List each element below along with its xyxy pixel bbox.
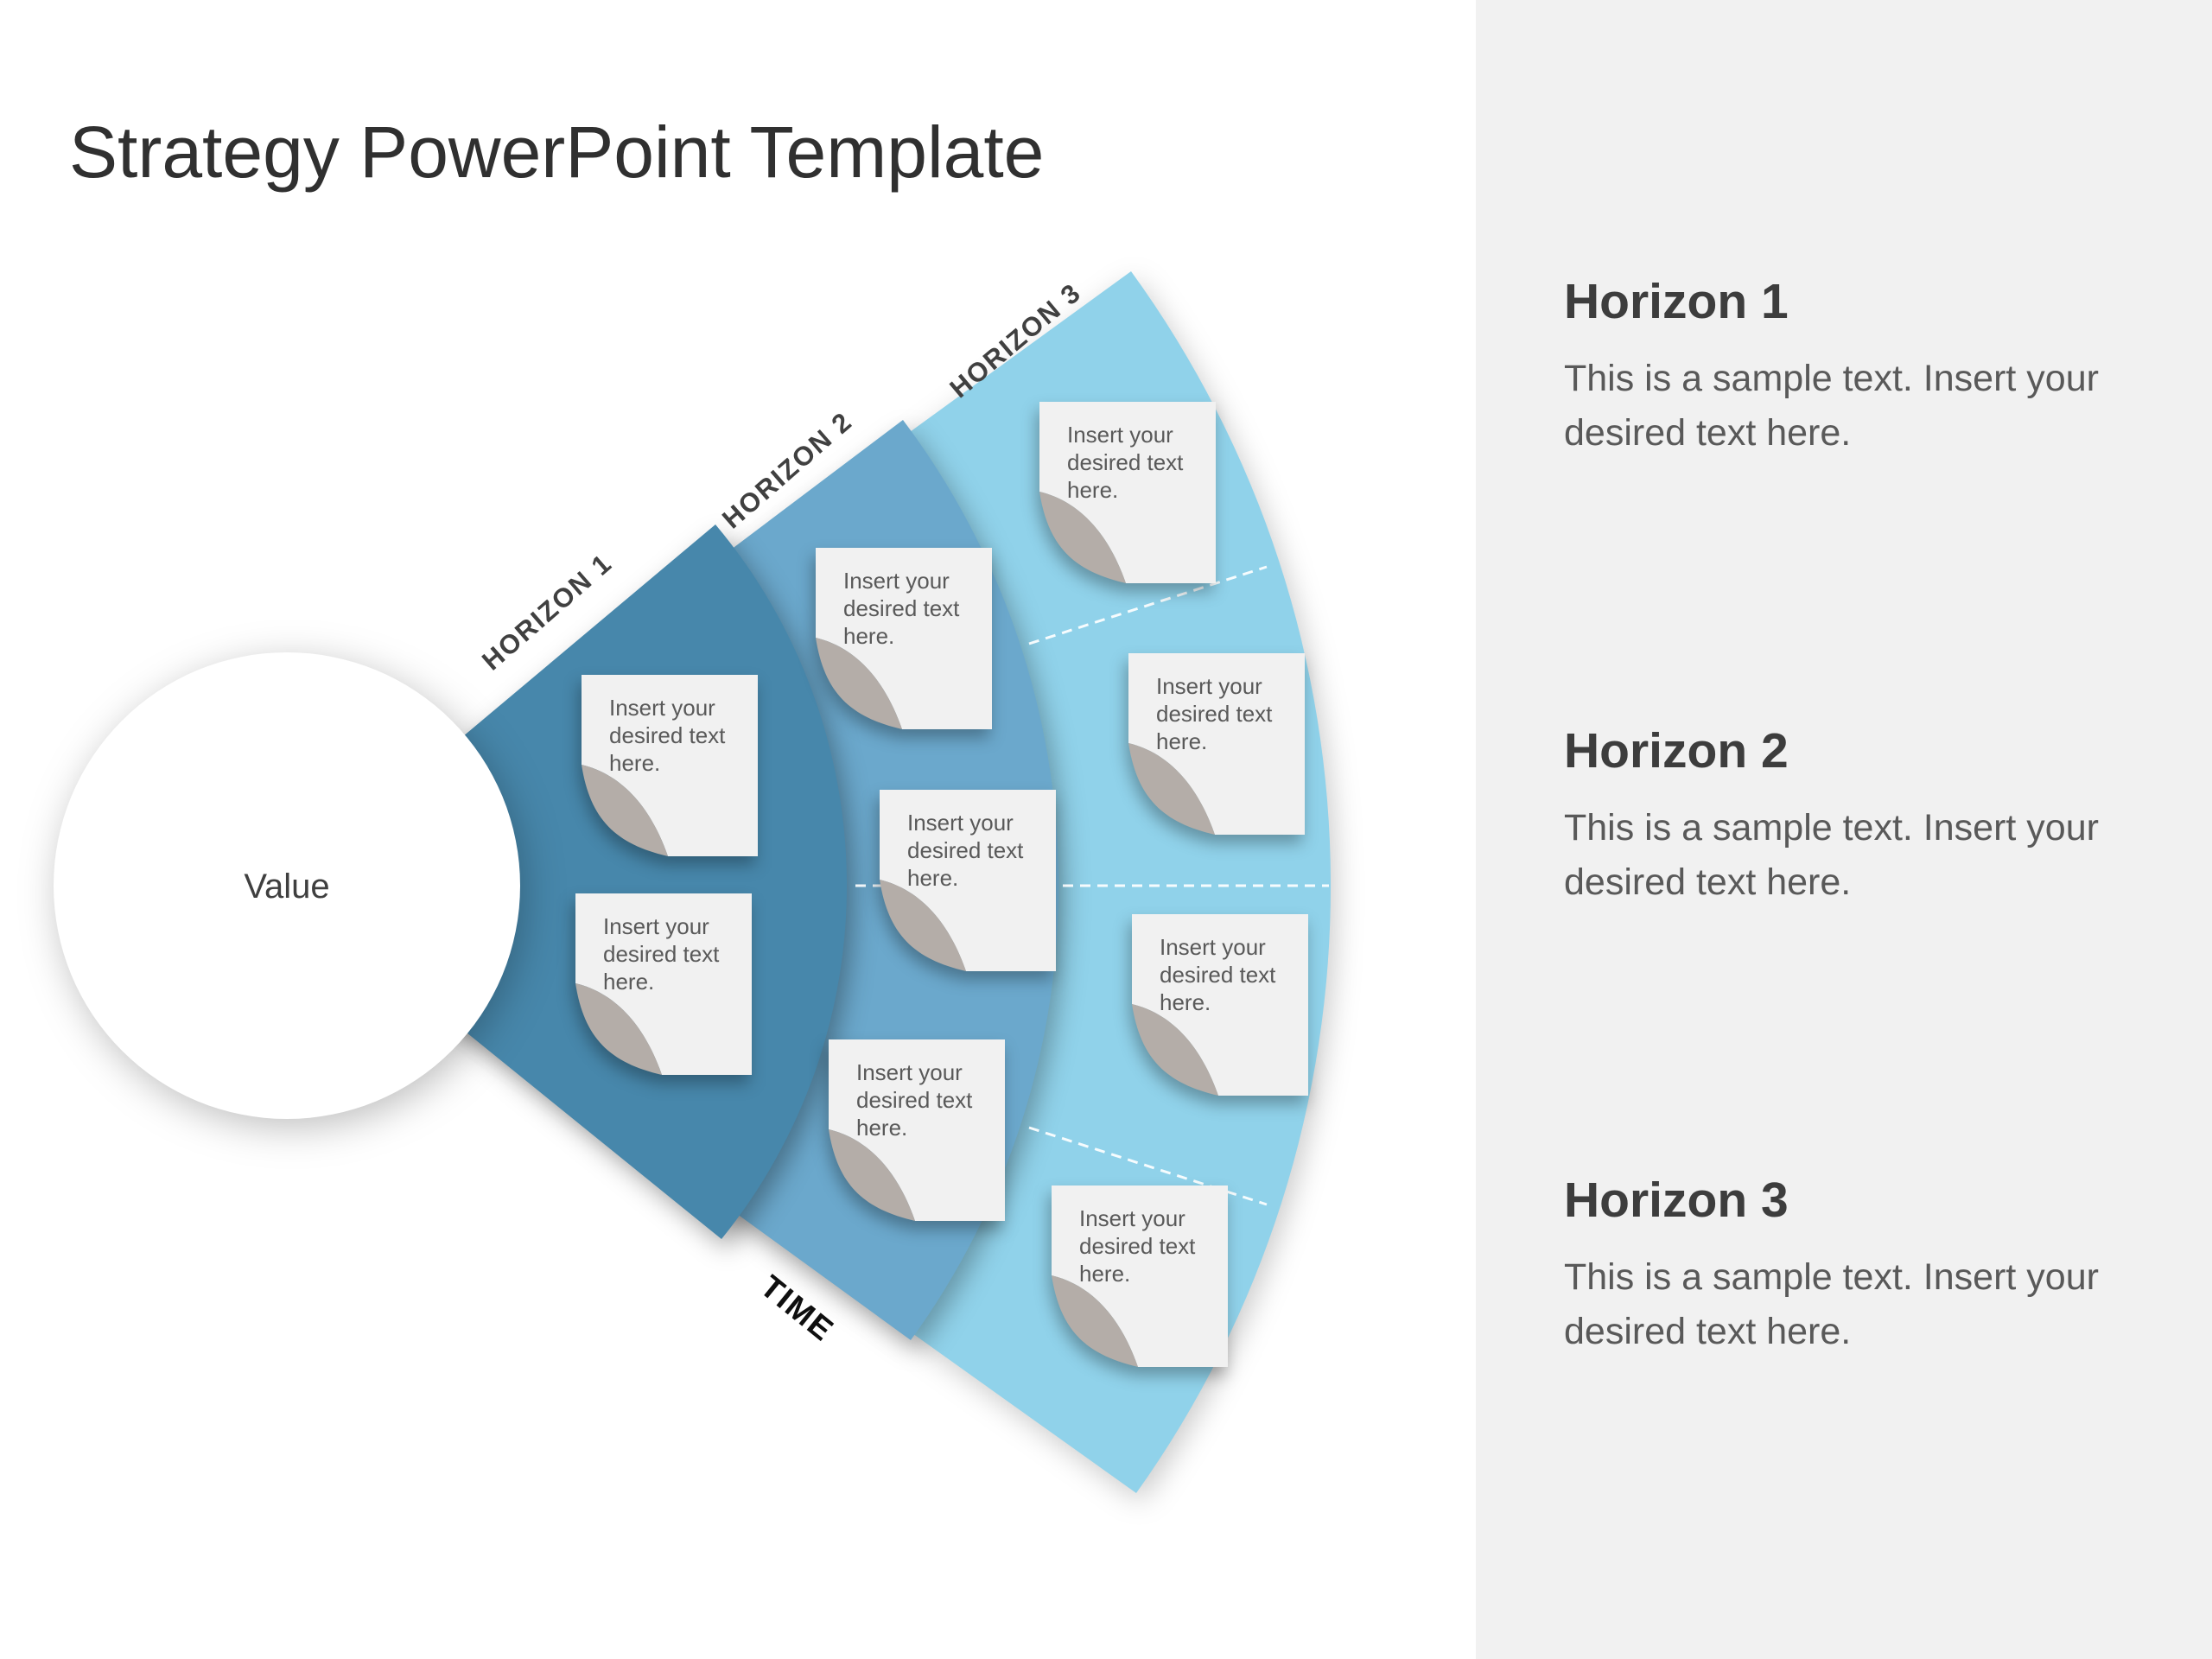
sticky-note-shape (1132, 914, 1308, 1096)
sticky-note-text: Insert your desired text here. (603, 913, 720, 995)
sticky-note-shape (1052, 1185, 1228, 1367)
sticky-note-text: Insert your desired text here. (856, 1059, 973, 1141)
sticky-note-shape (1039, 402, 1216, 583)
sticky-note-h1-1: Insert your desired text here. (582, 675, 758, 856)
sticky-note-h3-3: Insert your desired text here. (1132, 914, 1308, 1096)
sticky-note-text: Insert your desired text here. (1067, 422, 1184, 504)
sidebar-body-horizon-1: This is a sample text. Insert your desir… (1564, 357, 2099, 454)
sticky-note-shape (575, 893, 752, 1075)
sticky-note-shape (1128, 653, 1305, 835)
section-divider-dashed-top (1028, 565, 1268, 645)
sidebar-body-horizon-2: This is a sample text. Insert your desir… (1564, 806, 2099, 903)
sticky-note-h3-2: Insert your desired text here. (1128, 653, 1305, 835)
sticky-note-h3-4: Insert your desired text here. (1052, 1185, 1228, 1367)
sticky-note-h2-1: Insert your desired text here. (816, 548, 992, 729)
time-axis-label: TIME (754, 1268, 842, 1349)
sidebar-section-horizon-2: Horizon 2 This is a sample text. Insert … (1564, 724, 2169, 910)
sticky-note-shape (829, 1039, 1005, 1221)
sticky-note-h2-2: Insert your desired text here. (880, 790, 1056, 971)
sticky-note-text: Insert your desired text here. (907, 810, 1024, 892)
sidebar-heading-horizon-3: Horizon 3 (1564, 1173, 1789, 1228)
sticky-note-h3-1: Insert your desired text here. (1039, 402, 1216, 583)
sidebar-heading-horizon-2: Horizon 2 (1564, 723, 1789, 779)
sticky-note-shape (582, 675, 758, 856)
sticky-note-h2-3: Insert your desired text here. (829, 1039, 1005, 1221)
sidebar-heading-horizon-1: Horizon 1 (1564, 274, 1789, 329)
sidebar-section-horizon-3: Horizon 3 This is a sample text. Insert … (1564, 1173, 2169, 1359)
sticky-note-text: Insert your desired text here. (1160, 934, 1276, 1016)
page-title: Strategy PowerPoint Template (69, 111, 1045, 194)
sticky-note-shape (880, 790, 1056, 971)
sticky-note-h1-2: Insert your desired text here. (575, 893, 752, 1075)
sticky-note-text: Insert your desired text here. (1156, 673, 1273, 755)
sticky-note-text: Insert your desired text here. (1079, 1205, 1196, 1287)
sidebar: Horizon 1 This is a sample text. Insert … (1476, 0, 2212, 1659)
sticky-note-text: Insert your desired text here. (843, 568, 960, 650)
sidebar-body-horizon-3: This is a sample text. Insert your desir… (1564, 1255, 2099, 1352)
value-label: Value (244, 868, 329, 906)
sticky-note-shape (816, 548, 992, 729)
value-circle (54, 652, 520, 1119)
sidebar-section-horizon-1: Horizon 1 This is a sample text. Insert … (1564, 275, 2169, 461)
sticky-note-text: Insert your desired text here. (609, 695, 726, 777)
